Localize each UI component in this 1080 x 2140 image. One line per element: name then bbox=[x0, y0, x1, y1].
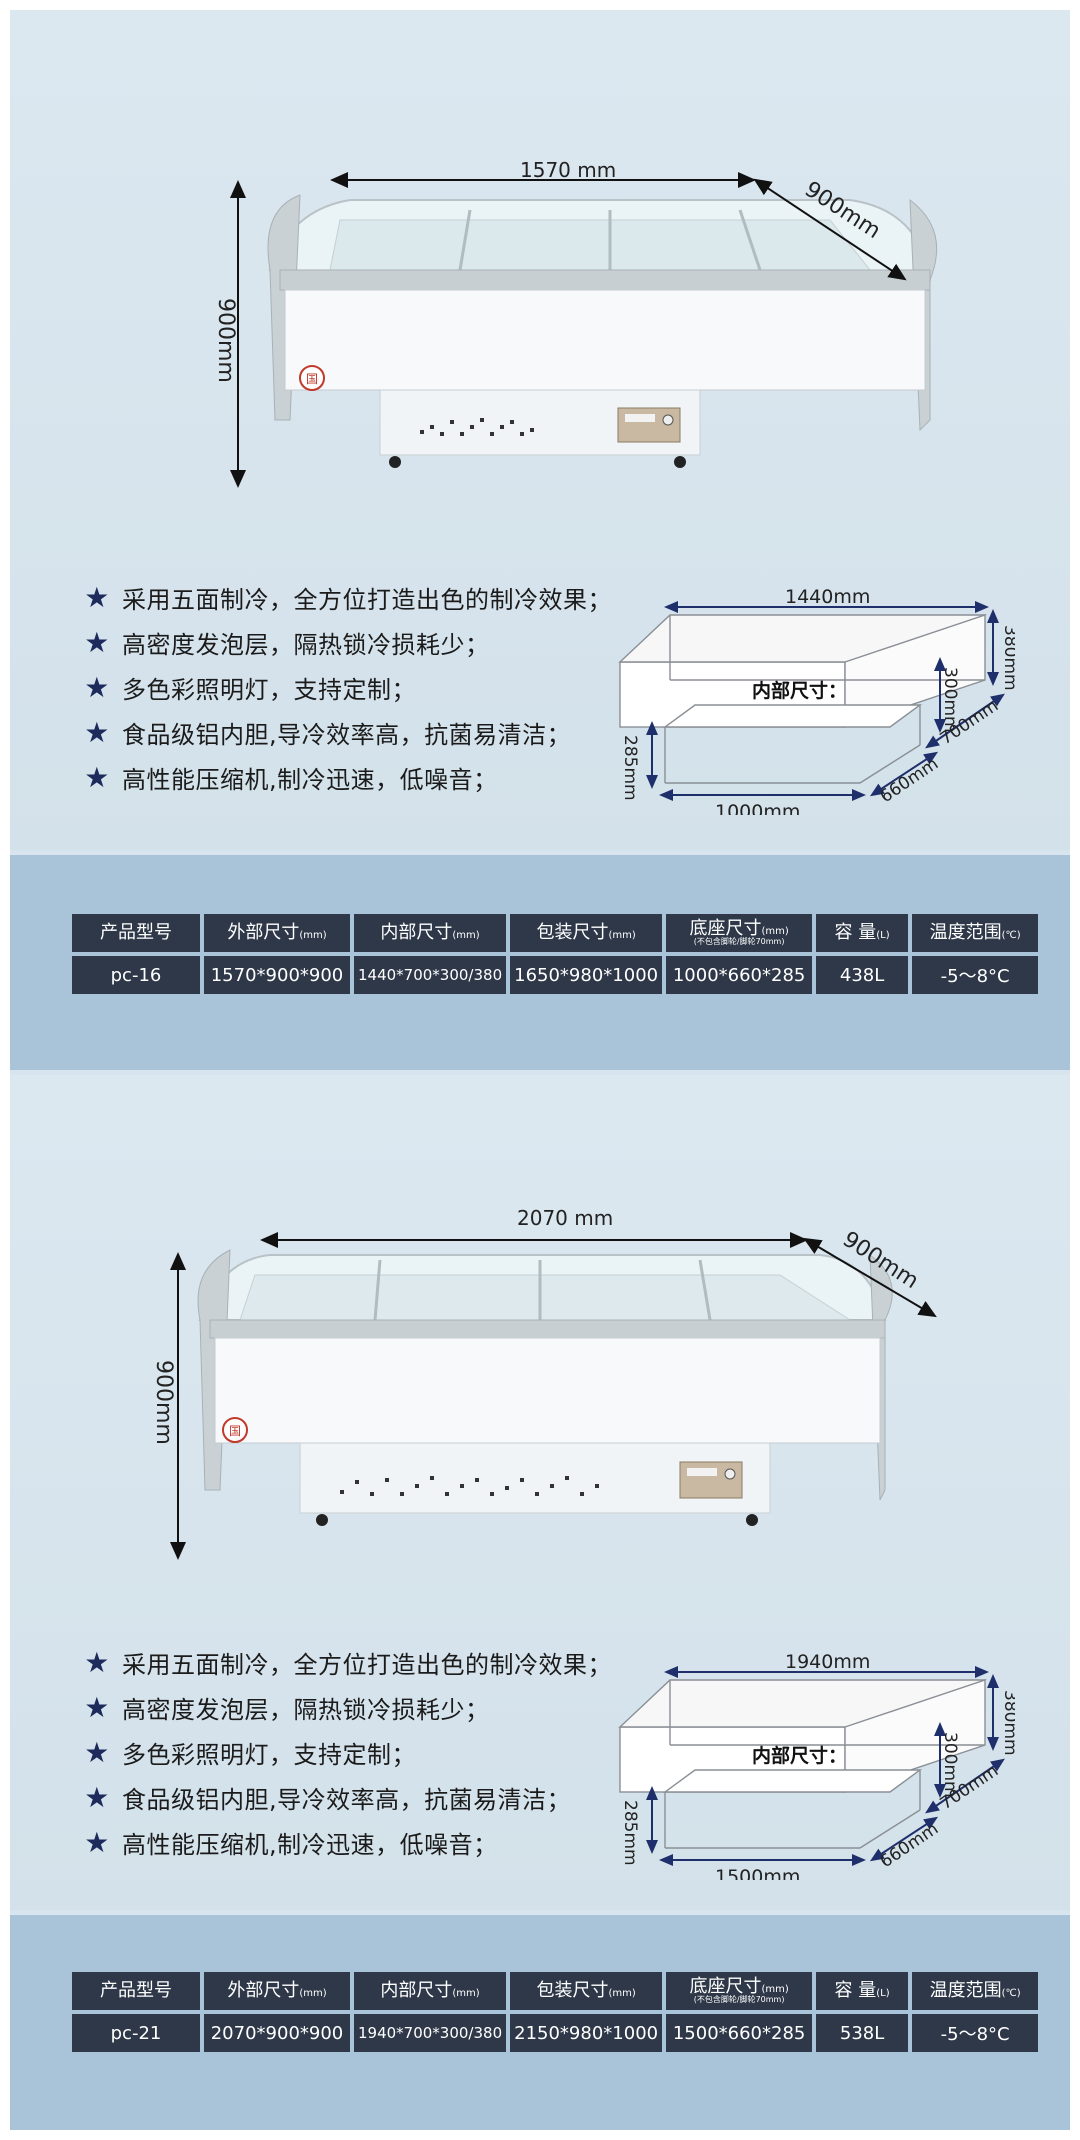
width-label: 2070 mm bbox=[517, 1206, 614, 1230]
cell-inner: 1440*700*300/380 bbox=[354, 956, 507, 994]
table-header-row: 产品型号 外部尺寸(mm) 内部尺寸(mm) 包装尺寸(mm) 底座尺寸(mm)… bbox=[72, 914, 1039, 952]
list-item: ★食品级铝内胆,导冷效率高，抗菌易清洁； bbox=[82, 710, 612, 755]
inner-label: 内部尺寸： bbox=[752, 1744, 847, 1767]
header-base: 底座尺寸(mm)(不包含脚轮/脚轮70mm) bbox=[666, 914, 813, 952]
header-base: 底座尺寸(mm)(不包含脚轮/脚轮70mm) bbox=[666, 1972, 813, 2010]
height-label: 900mm bbox=[151, 1360, 176, 1445]
inner-top-length: 1940mm bbox=[785, 1651, 870, 1673]
inner-base-h: 285mm bbox=[620, 735, 640, 801]
cell-package: 2150*980*1000 bbox=[510, 2014, 663, 2052]
svg-text:国: 国 bbox=[229, 1424, 241, 1438]
cell-capacity: 538L bbox=[816, 2014, 909, 2052]
inner-base-d: 660mm bbox=[877, 754, 943, 807]
header-inner: 内部尺寸(mm) bbox=[354, 1972, 507, 2010]
cell-temperature: -5～8°C bbox=[912, 956, 1039, 994]
star-icon: ★ bbox=[84, 1645, 110, 1679]
spec-table-1: 产品型号 外部尺寸(mm) 内部尺寸(mm) 包装尺寸(mm) 底座尺寸(mm)… bbox=[68, 910, 1042, 998]
header-capacity: 容 量(L) bbox=[816, 914, 909, 952]
list-item: ★高密度发泡层，隔热锁冷损耗少； bbox=[82, 620, 612, 665]
list-item: ★高密度发泡层，隔热锁冷损耗少； bbox=[82, 1685, 612, 1730]
inner-label: 内部尺寸： bbox=[752, 679, 847, 702]
cell-inner: 1940*700*300/380 bbox=[354, 2014, 507, 2052]
cell-model: pc-16 bbox=[72, 956, 200, 994]
header-package: 包装尺寸(mm) bbox=[510, 914, 663, 952]
star-icon: ★ bbox=[84, 625, 110, 659]
star-icon: ★ bbox=[84, 715, 110, 749]
star-icon: ★ bbox=[84, 580, 110, 614]
star-icon: ★ bbox=[84, 1735, 110, 1769]
star-icon: ★ bbox=[84, 1825, 110, 1859]
inner-h300: 300mm bbox=[940, 1732, 960, 1798]
header-capacity: 容 量(L) bbox=[816, 1972, 909, 2010]
cell-package: 1650*980*1000 bbox=[510, 956, 663, 994]
list-item: ★高性能压缩机,制冷迅速，低噪音； bbox=[82, 755, 612, 800]
feature-list: ★采用五面制冷，全方位打造出色的制冷效果； ★高密度发泡层，隔热锁冷损耗少； ★… bbox=[82, 1640, 612, 1865]
table-header-row: 产品型号 外部尺寸(mm) 内部尺寸(mm) 包装尺寸(mm) 底座尺寸(mm)… bbox=[72, 1972, 1039, 2010]
inner-base-len: 1500mm bbox=[715, 1866, 800, 1880]
feature-list: ★采用五面制冷，全方位打造出色的制冷效果； ★高密度发泡层，隔热锁冷损耗少； ★… bbox=[82, 575, 612, 800]
cell-temperature: -5～8°C bbox=[912, 2014, 1039, 2052]
table-row: pc-21 2070*900*900 1940*700*300/380 2150… bbox=[72, 2014, 1039, 2052]
cell-base: 1000*660*285 bbox=[666, 956, 813, 994]
svg-text:国: 国 bbox=[306, 372, 318, 386]
cell-outer: 2070*900*900 bbox=[204, 2014, 350, 2052]
inner-dimension-diagram: 1440mm 内部尺寸： 380mm 300mm 700mm 285mm 100… bbox=[618, 586, 1015, 815]
star-icon: ★ bbox=[84, 670, 110, 704]
freezer-1-image: 国 bbox=[267, 194, 938, 468]
list-item: ★多色彩照明灯，支持定制； bbox=[82, 665, 612, 710]
cell-model: pc-21 bbox=[72, 2014, 200, 2052]
list-item: ★采用五面制冷，全方位打造出色的制冷效果； bbox=[82, 1640, 612, 1685]
freezer-2-dimension-lines bbox=[170, 1232, 937, 1560]
inner-h380: 380mm bbox=[1000, 1690, 1015, 1756]
star-icon: ★ bbox=[84, 1780, 110, 1814]
list-item: ★多色彩照明灯，支持定制； bbox=[82, 1730, 612, 1775]
header-temperature: 温度范围(℃) bbox=[912, 1972, 1039, 2010]
header-package: 包装尺寸(mm) bbox=[510, 1972, 663, 2010]
inner-h300: 300mm bbox=[940, 667, 960, 733]
star-icon: ★ bbox=[84, 1690, 110, 1724]
inner-base-len: 1000mm bbox=[715, 801, 800, 815]
header-outer: 外部尺寸(mm) bbox=[204, 1972, 350, 2010]
inner-base-d: 660mm bbox=[877, 1819, 943, 1872]
header-model: 产品型号 bbox=[72, 914, 200, 952]
header-temperature: 温度范围(℃) bbox=[912, 914, 1039, 952]
cell-capacity: 438L bbox=[816, 956, 909, 994]
table-row: pc-16 1570*900*900 1440*700*300/380 1650… bbox=[72, 956, 1039, 994]
cell-base: 1500*660*285 bbox=[666, 2014, 813, 2052]
header-inner: 内部尺寸(mm) bbox=[354, 914, 507, 952]
list-item: ★食品级铝内胆,导冷效率高，抗菌易清洁； bbox=[82, 1775, 612, 1820]
freezer-2-image: 国 bbox=[197, 1249, 893, 1526]
freezer-1-dimension-lines bbox=[230, 172, 907, 488]
list-item: ★高性能压缩机,制冷迅速，低噪音； bbox=[82, 1820, 612, 1865]
star-icon: ★ bbox=[84, 760, 110, 794]
inner-dimension-diagram: 1940mm 内部尺寸： 380mm 300mm 700mm 285mm 150… bbox=[618, 1651, 1015, 1880]
inner-top-length: 1440mm bbox=[785, 586, 870, 608]
list-item: ★采用五面制冷，全方位打造出色的制冷效果； bbox=[82, 575, 612, 620]
inner-h380: 380mm bbox=[1000, 625, 1015, 691]
inner-base-h: 285mm bbox=[620, 1800, 640, 1866]
width-label: 1570 mm bbox=[520, 158, 617, 182]
cell-outer: 1570*900*900 bbox=[204, 956, 350, 994]
header-outer: 外部尺寸(mm) bbox=[204, 914, 350, 952]
spec-table-2: 产品型号 外部尺寸(mm) 内部尺寸(mm) 包装尺寸(mm) 底座尺寸(mm)… bbox=[68, 1968, 1042, 2056]
height-label: 900mm bbox=[213, 298, 238, 383]
header-model: 产品型号 bbox=[72, 1972, 200, 2010]
